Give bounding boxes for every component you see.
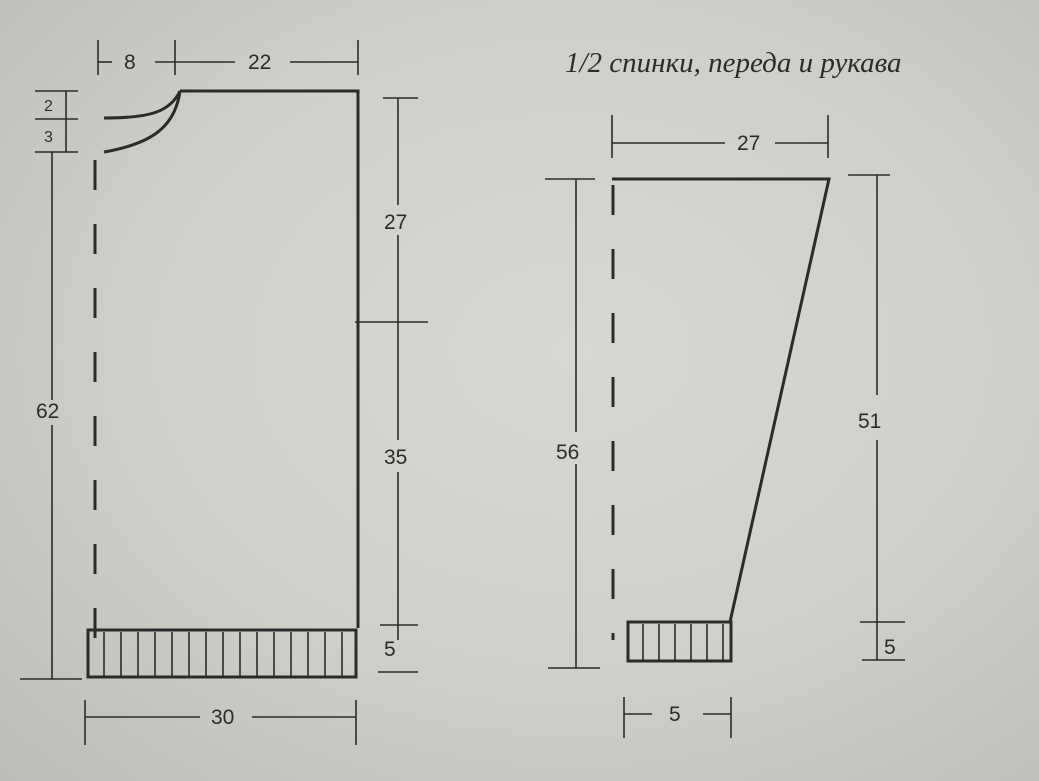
sleeve-cuff [626, 620, 733, 663]
body-neckline [103, 90, 182, 120]
body-bottom-width-label: 30 [211, 706, 234, 729]
body-neck-drop-2: 3 [44, 129, 53, 146]
body-piece: 8 22 2 3 62 27 35 5 30 [20, 40, 428, 745]
body-rib-label: 5 [384, 638, 396, 661]
sleeve-cuff-height-label: 5 [884, 636, 896, 659]
body-top-width-label: 22 [248, 51, 271, 74]
sleeve-cuff-width-label: 5 [669, 703, 681, 726]
sleeve-top-width-label: 27 [737, 132, 760, 155]
sleeve-piece: 27 56 51 5 5 [545, 115, 905, 738]
sleeve-cuff-stripes [642, 624, 724, 660]
body-outline [180, 89, 360, 628]
body-neckline-front [103, 90, 182, 154]
body-rib-stripes [103, 632, 343, 676]
body-armhole-label: 27 [384, 211, 407, 234]
body-rib-band [86, 628, 358, 679]
body-shoulder-label: 8 [124, 51, 136, 74]
diagram-title: 1/2 спинки, переда и рукава [565, 47, 902, 79]
body-total-height-label: 62 [36, 400, 59, 423]
sleeve-total-height-label: 56 [556, 441, 579, 464]
body-side-label: 35 [384, 446, 407, 469]
body-neck-drop-1: 2 [44, 98, 53, 115]
sleeve-outline [612, 177, 831, 623]
sleeve-taper-label: 51 [858, 410, 881, 433]
